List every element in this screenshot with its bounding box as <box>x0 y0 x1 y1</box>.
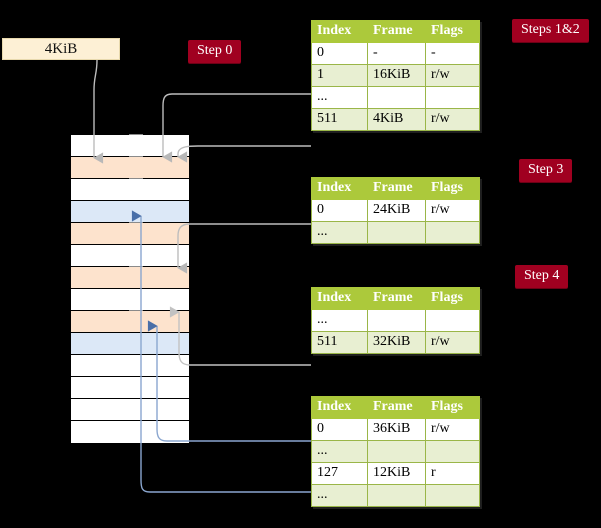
table-cell-frame: 32KiB <box>367 331 426 354</box>
table-cell-frame: 4KiB <box>367 108 426 131</box>
column-header-flags: Flags <box>425 287 480 310</box>
table-row: ... <box>311 86 480 109</box>
table-cell-index: 511 <box>311 108 368 131</box>
memory-frame-row <box>71 245 189 267</box>
table-cell-index: 1 <box>311 64 368 87</box>
memory-frame-row <box>71 201 189 223</box>
memory-frame-row <box>71 266 189 289</box>
table-cell-frame <box>367 440 426 463</box>
table-cell-flags <box>425 440 480 463</box>
memory-row-tick <box>129 310 143 311</box>
column-header-index: Index <box>311 396 368 419</box>
memory-frame-row <box>71 399 189 421</box>
column-header-index: Index <box>311 20 368 43</box>
table-cell-frame: - <box>367 42 426 65</box>
column-header-flags: Flags <box>425 20 480 43</box>
table-cell-index: ... <box>311 309 368 332</box>
memory-frame-row <box>71 355 189 377</box>
table-cell-flags: r/w <box>425 64 480 87</box>
wire-steps12-b <box>177 145 311 163</box>
column-header-flags: Flags <box>425 396 480 419</box>
table-cell-index: 0 <box>311 418 368 441</box>
table-cell-index: ... <box>311 484 368 507</box>
memory-frame-row <box>71 134 189 157</box>
column-header-flags: Flags <box>425 177 480 200</box>
table-cell-flags <box>425 86 480 109</box>
memory-row-tick <box>129 266 143 267</box>
table-cell-frame: 24KiB <box>367 199 426 222</box>
table-row: ... <box>311 484 480 507</box>
table-row: ... <box>311 221 480 244</box>
table-cell-index: ... <box>311 221 368 244</box>
table-cell-frame <box>367 221 426 244</box>
step-badge-step-0: Step 0 <box>188 40 242 63</box>
table-row: 0-- <box>311 42 480 65</box>
table-cell-flags: r <box>425 462 480 485</box>
column-header-index: Index <box>311 177 368 200</box>
table-cell-index: 127 <box>311 462 368 485</box>
table-cell-flags: r/w <box>425 108 480 131</box>
physical-memory-column <box>70 134 190 445</box>
table-cell-frame: 16KiB <box>367 64 426 87</box>
memory-frame-row <box>71 421 189 443</box>
table-cell-flags: - <box>425 42 480 65</box>
table-cell-index: ... <box>311 440 368 463</box>
table-cell-index: ... <box>311 86 368 109</box>
column-header-frame: Frame <box>367 396 426 419</box>
memory-frame-row <box>71 333 189 355</box>
column-header-frame: Frame <box>367 287 426 310</box>
column-header-frame: Frame <box>367 20 426 43</box>
step-badge-steps-1-2: Steps 1&2 <box>512 19 589 42</box>
virtual-address-label: 4KiB <box>44 40 78 57</box>
table-cell-index: 511 <box>311 331 368 354</box>
memory-frame-row <box>71 178 189 201</box>
memory-frame-row <box>71 222 189 245</box>
memory-frame-row <box>71 310 189 333</box>
memory-frame-row <box>71 377 189 399</box>
table-cell-index: 0 <box>311 199 368 222</box>
table-cell-frame <box>367 484 426 507</box>
table-cell-flags: r/w <box>425 199 480 222</box>
table-row: ... <box>311 440 480 463</box>
wire-step3 <box>177 223 311 274</box>
table-cell-frame: 12KiB <box>367 462 426 485</box>
column-header-frame: Frame <box>367 177 426 200</box>
memory-row-tick <box>129 222 143 223</box>
table-cell-frame <box>367 309 426 332</box>
table-cell-flags <box>425 221 480 244</box>
memory-row-tick <box>129 134 143 135</box>
table-row: ... <box>311 309 480 332</box>
table-cell-flags <box>425 484 480 507</box>
memory-row-tick <box>129 156 143 157</box>
table-cell-flags: r/w <box>425 331 480 354</box>
column-header-index: Index <box>311 287 368 310</box>
table-cell-flags <box>425 309 480 332</box>
step-badge-step-4: Step 4 <box>515 265 569 288</box>
virtual-address-box: 4KiB <box>2 38 120 60</box>
step-badge-step-3: Step 3 <box>519 159 573 182</box>
memory-frame-row <box>71 156 189 179</box>
memory-frame-row <box>71 289 189 311</box>
table-cell-flags: r/w <box>425 418 480 441</box>
table-cell-index: 0 <box>311 42 368 65</box>
table-cell-frame: 36KiB <box>367 418 426 441</box>
table-cell-frame <box>367 86 426 109</box>
memory-row-tick <box>129 178 143 179</box>
wire-step4 <box>169 306 311 366</box>
